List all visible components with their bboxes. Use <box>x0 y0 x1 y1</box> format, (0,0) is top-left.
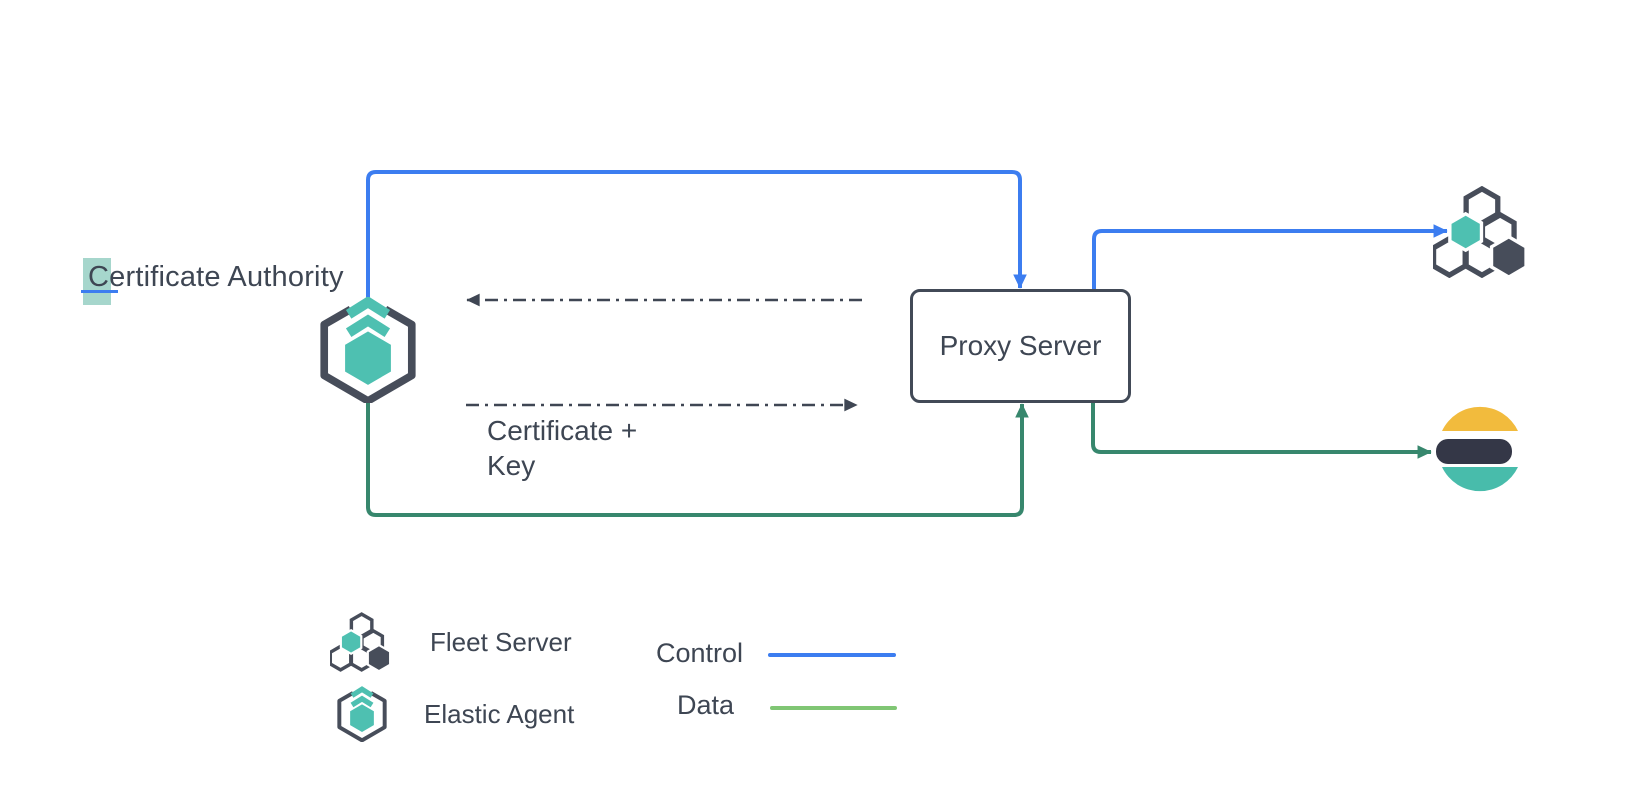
control-edge-proxy-to-fleet <box>1092 224 1448 289</box>
legend-control-label: Control <box>656 638 744 668</box>
legend-fleet-server-icon <box>330 612 392 672</box>
ca-text-cursor-underline <box>81 290 118 293</box>
legend-fleet-server-label: Fleet Server <box>430 627 572 657</box>
certificate-key-line1: Certificate + <box>487 415 638 446</box>
proxy-server-label: Proxy Server <box>939 330 1102 361</box>
legend-elastic-agent-icon <box>333 686 391 742</box>
certificate-authority-label: Certificate Authority <box>83 258 344 305</box>
fleet-server-icon <box>1433 186 1529 278</box>
control-edge-agent-to-proxy <box>366 170 1027 304</box>
certificate-key-label: Certificate + Key <box>487 413 637 483</box>
proxy-server-box: Proxy Server <box>910 289 1131 403</box>
legend-elastic-agent-label: Elastic Agent <box>424 699 575 729</box>
data-edge-proxy-to-es <box>1091 403 1432 459</box>
elastic-agent-icon <box>312 297 424 403</box>
ca-selection-highlight: C <box>83 258 112 305</box>
ca-label-rest: ertificate Authority <box>109 261 344 293</box>
data-edge-agent-to-proxy <box>366 399 1029 517</box>
legend-control-line <box>768 653 896 657</box>
legend-data-label: Data <box>677 690 735 720</box>
elasticsearch-icon <box>1436 396 1524 502</box>
certificate-key-line2: Key <box>487 450 536 481</box>
legend-data-line <box>770 706 897 710</box>
